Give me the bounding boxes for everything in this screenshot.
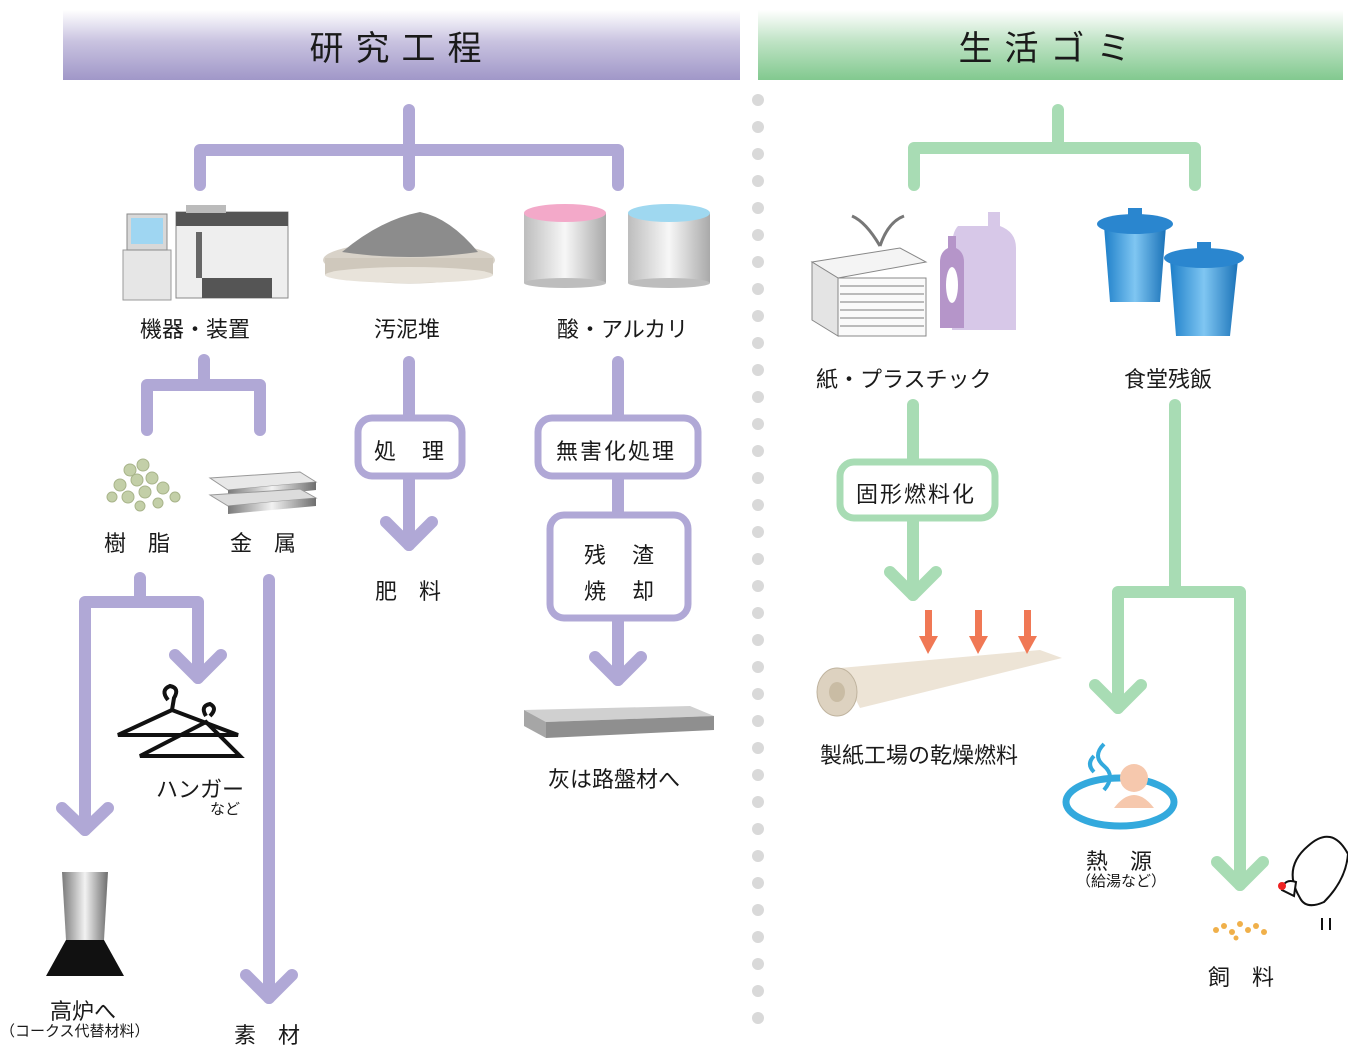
- research-flow-lines: [56, 104, 647, 1004]
- hanger-icon: [117, 683, 245, 758]
- label-heat-source: 熱 源: [1086, 850, 1153, 875]
- label-hanger-etc: など: [210, 800, 241, 818]
- label-ash: 灰は路盤材へ: [548, 768, 681, 793]
- sludge-pile-icon: [323, 212, 495, 284]
- label-resin: 樹 脂: [104, 532, 171, 557]
- acid-tank-icon: [524, 204, 606, 288]
- label-cafeteria-leftovers: 食堂残飯: [1124, 368, 1213, 393]
- label-machinery: 機器・装置: [140, 318, 251, 343]
- label-acid-alkali: 酸・アルカリ: [557, 318, 689, 343]
- label-raw-material: 素 材: [234, 1024, 301, 1049]
- label-coke-substitute: （コークス代替材料）: [0, 1022, 150, 1040]
- life-flow-lines: [884, 104, 1269, 891]
- machinery-icon: [122, 205, 289, 301]
- label-feed: 飼 料: [1208, 966, 1275, 991]
- chicken-feed-icon: [1213, 835, 1348, 941]
- household-waste-header: 生活ゴミ: [758, 10, 1343, 80]
- label-fertilizer: 肥 料: [375, 580, 442, 605]
- label-residue: 残 渣: [584, 544, 657, 569]
- resin-pellets-icon: [106, 458, 181, 512]
- label-paper-mill-fuel: 製紙工場の乾燥燃料: [820, 744, 1019, 769]
- paper-mill-roll-icon: [816, 650, 1062, 717]
- rdf-box: [836, 458, 999, 522]
- alkali-tank-icon: [628, 204, 710, 288]
- research-process-boxes: [354, 414, 702, 622]
- label-sludge: 汚泥堆: [374, 318, 441, 343]
- blast-furnace-icon: [46, 872, 124, 976]
- section-divider: [752, 94, 764, 1024]
- label-rdf: 固形燃料化: [856, 483, 977, 508]
- label-incinerate: 焼 却: [584, 580, 657, 605]
- newspaper-bundle-icon: [810, 214, 928, 337]
- plastic-bottles-icon: [940, 212, 1016, 330]
- ash-roadbed-icon: [524, 706, 714, 738]
- label-blast-furnace: 高炉へ: [50, 1000, 117, 1025]
- label-metal: 金 属: [230, 532, 297, 557]
- hot-bath-icon: [1062, 742, 1178, 830]
- label-heat-note: （給湯など）: [1076, 872, 1167, 890]
- trash-can-icon: [1097, 208, 1244, 336]
- label-detox: 無害化処理: [556, 440, 677, 465]
- metal-plates-icon: [208, 471, 318, 514]
- research-process-header: 研究工程: [63, 10, 740, 80]
- label-treatment: 処 理: [374, 440, 447, 465]
- heat-arrows-icon: [919, 610, 1037, 654]
- label-hanger: ハンガー: [156, 778, 245, 803]
- label-paper-plastic: 紙・プラスチック: [816, 368, 992, 393]
